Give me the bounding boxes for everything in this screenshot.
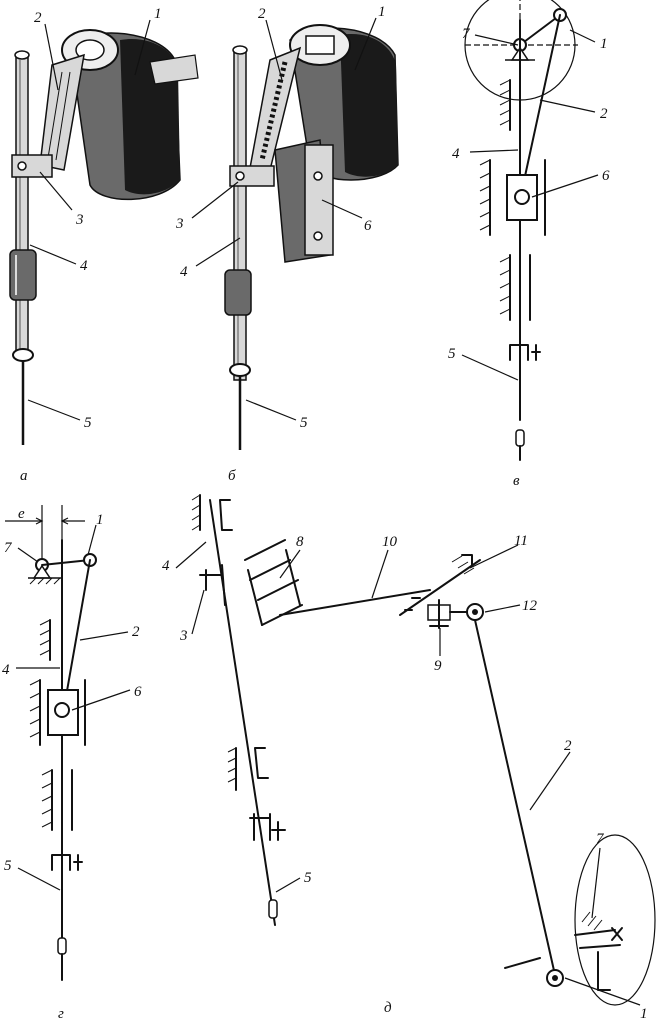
panel-d-label-8: 8: [296, 534, 304, 550]
panel-d-label-1: 1: [640, 1006, 648, 1022]
panel-v-label-6: 6: [602, 168, 610, 184]
panel-a: 1 2 3 4 5 а: [9, 6, 199, 484]
panel-g-label-2: 2: [132, 624, 140, 640]
panel-a-caption: а: [20, 468, 28, 484]
panel-g-caption: г: [58, 1006, 64, 1022]
panel-g-label-5: 5: [4, 858, 12, 874]
panel-v-label-4: 4: [452, 146, 460, 162]
panel-v-label-1: 1: [600, 36, 608, 52]
panel-a-label-5: 5: [84, 415, 92, 431]
panel-v: 1 2 4 5 6 7 в: [448, 0, 610, 489]
panel-d-label-12: 12: [522, 598, 538, 614]
panel-d-label-7: 7: [596, 831, 605, 847]
panel-b-label-1: 1: [378, 4, 386, 20]
panel-b-label-5: 5: [300, 415, 308, 431]
panel-g-label-6: 6: [134, 684, 142, 700]
panel-g-dimension-e: e: [18, 506, 25, 522]
panel-d-label-11: 11: [514, 533, 528, 549]
panel-d: 1 2 3 4 5 7 8 9 10 11 12 д: [162, 494, 656, 1022]
panel-a-label-2: 2: [34, 10, 42, 26]
panel-d-label-2: 2: [564, 738, 572, 754]
panel-b-caption: б: [228, 468, 236, 484]
panel-g-label-4: 4: [2, 662, 10, 678]
panel-v-label-5: 5: [448, 346, 456, 362]
panel-a-label-1: 1: [154, 6, 162, 22]
panel-d-label-10: 10: [382, 534, 398, 550]
panel-d-label-4: 4: [162, 558, 170, 574]
panel-g-label-1: 1: [96, 512, 104, 528]
panel-d-caption: д: [384, 1000, 392, 1016]
panel-b-label-3: 3: [175, 216, 184, 232]
panel-a-label-3: 3: [75, 212, 84, 228]
panel-d-label-5: 5: [304, 870, 312, 886]
panel-v-label-2: 2: [600, 106, 608, 122]
panel-g-label-7: 7: [4, 540, 13, 556]
panel-v-caption: в: [513, 473, 520, 489]
panel-v-label-7: 7: [462, 26, 471, 42]
panel-d-label-3: 3: [179, 628, 188, 644]
panel-b-label-6: 6: [364, 218, 372, 234]
panel-d-label-9: 9: [434, 658, 442, 674]
panel-a-label-4: 4: [80, 258, 88, 274]
panel-b-label-4: 4: [180, 264, 188, 280]
panel-g: e: [2, 505, 142, 1022]
panel-b-label-2: 2: [258, 6, 266, 22]
panel-b: 1 2 3 4 5 6 б: [175, 4, 399, 484]
